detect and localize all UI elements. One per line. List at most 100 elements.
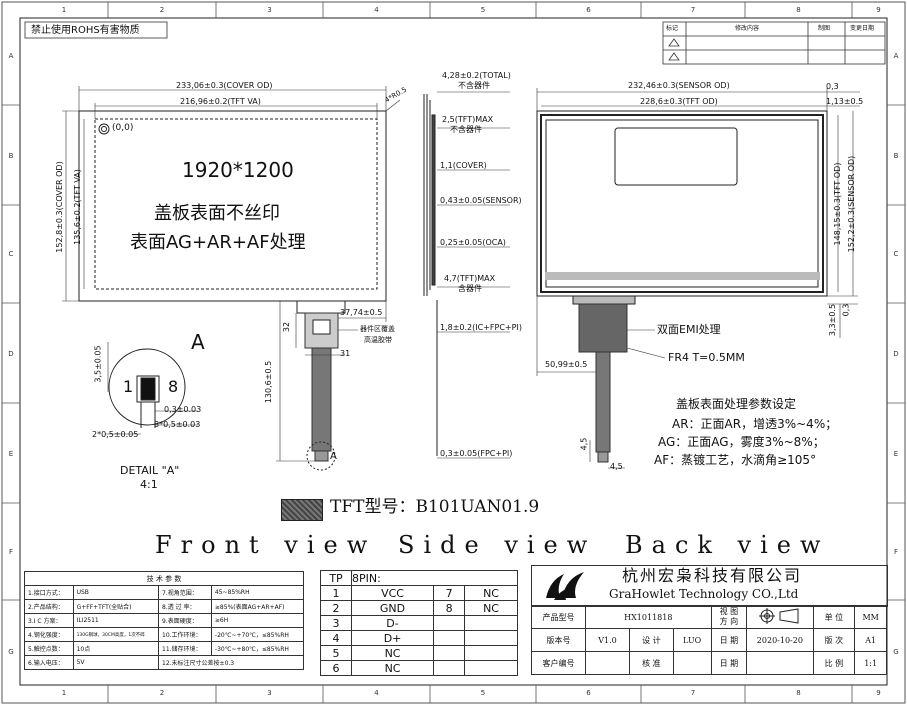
grid-row-a: A <box>8 52 14 60</box>
table-row: 2.产品结构：G+FF+TFT(全贴合)8.透 过 率：≥85%(表面AG+AR… <box>24 599 305 614</box>
side-oca: 0,25±0.05(OCA) <box>440 238 506 247</box>
back-dim-1-13: 1,13±0.5 <box>826 97 864 106</box>
surface-note-1: 盖板表面不丝印 <box>154 203 280 224</box>
grid-row-e-right: E <box>893 450 899 458</box>
table-row: 客户编号 核 准 日 期 比 例 1:1 <box>530 651 887 675</box>
detail-title: DETAIL "A" <box>120 464 180 477</box>
side-tft-max2-sub: 含器件 <box>458 284 482 293</box>
grid-row-c-right: C <box>893 250 899 258</box>
grid-col-7-bottom: 7 <box>690 689 696 697</box>
side-tft-max2: 4,7(TFT)MAX <box>444 274 496 283</box>
resolution-label: 1920*1200 <box>182 158 294 182</box>
rev-col-content: 修改内容 <box>735 25 760 32</box>
grid-row-g-right: G <box>893 648 899 656</box>
fpc-tape-note-2: 高温胶带 <box>364 336 392 344</box>
back-sensor-od-height: 152,2±0.3(SENSOR OD) <box>847 155 856 253</box>
back-dim-4-5b: 4,5 <box>610 462 623 471</box>
grid-col-5-bottom: 5 <box>480 689 486 697</box>
back-view-title: Back view <box>625 531 830 559</box>
side-sensor: 0,43±0.05(SENSOR) <box>440 196 522 205</box>
dim-tft-va-width: 216,96±0.2(TFT VA) <box>180 97 261 106</box>
dim-tft-va-height: 135,6±0.2(TFT VA) <box>73 169 82 245</box>
back-dim-0-3: 0,3 <box>826 82 839 91</box>
emi-note: 双面EMI处理 <box>657 323 721 336</box>
grid-row-d-right: D <box>893 350 899 358</box>
side-cover: 1,1(COVER) <box>440 161 487 170</box>
grid-col-4: 4 <box>374 6 379 14</box>
table-row: 版本号 V1.0 设 计 LUO 日 期 2020-10-20 版 次 A1 <box>530 628 887 652</box>
rev-col-maker: 制图 <box>818 25 831 32</box>
tft-swatch <box>281 499 323 521</box>
grid-col-6: 6 <box>586 6 591 14</box>
detail-ref-a: A <box>330 451 337 462</box>
grid-row-b: B <box>8 152 14 160</box>
detail-pin1: 1 <box>123 377 134 396</box>
back-tft-od-width: 228,6±0.3(TFT OD) <box>640 97 718 106</box>
company-name-en: GraHowlet Technology CO.,Ltd <box>609 587 799 601</box>
company-name-cn: 杭州宏枭科技有限公司 <box>622 566 803 585</box>
dim-2x: 2*0,5±0.05 <box>92 430 139 439</box>
surface-ag: AG：正面AG，雾度3%~8%； <box>658 435 825 449</box>
title-block-table: 产品型号 HX1011818 视 图 方 向 单 位 MM 版本号 V1.0 设… <box>530 605 887 675</box>
back-dim-3-3: 3,3±0.5 <box>828 303 838 337</box>
grid-col-3: 3 <box>267 6 272 14</box>
side-tft-max: 2,5(TFT)MAX <box>442 115 494 124</box>
grid-row-e: E <box>8 450 14 458</box>
grid-col-2: 2 <box>159 6 165 14</box>
projection-symbol-icon <box>746 605 814 629</box>
front-view-title: Front view <box>155 531 377 559</box>
dim-cover-od-height: 152,8±0.3(COVER OD) <box>55 161 64 253</box>
fpc-tape-note-1: 器件区覆盖 <box>360 325 395 333</box>
grid-col-7: 7 <box>690 6 696 14</box>
rev-col-date: 变更日期 <box>850 25 875 32</box>
grid-col-6-bottom: 6 <box>586 689 591 697</box>
dim-0-3: 0,3±0.03 <box>164 405 202 414</box>
grid-row-c: C <box>8 250 14 258</box>
side-fpc: 0,3±0.05(FPC+PI) <box>440 449 513 458</box>
tft-model: TFT型号：B101UAN01.9 <box>330 497 540 517</box>
pin-header-tp: TP <box>320 570 352 586</box>
surface-note-2: 表面AG+AR+AF处理 <box>130 232 306 253</box>
side-ic: 1,8±0.2(IC+FPC+PI) <box>440 323 522 332</box>
detail-scale: 4:1 <box>140 478 158 491</box>
side-total: 4,28±0.2(TOTAL) <box>442 71 511 80</box>
table-row: 产品型号 HX1011818 视 图 方 向 单 位 MM <box>530 605 887 629</box>
detail-pin8: 8 <box>168 377 179 396</box>
surface-title: 盖板表面处理参数设定 <box>676 397 797 411</box>
grid-col-1: 1 <box>61 6 67 14</box>
grid-col-5: 5 <box>480 6 486 14</box>
grid-col-4-bottom: 4 <box>374 689 379 697</box>
grid-col-9-bottom: 9 <box>876 689 881 697</box>
grid-row-g: G <box>8 648 14 656</box>
grid-col-8: 8 <box>796 6 801 14</box>
surface-af: AF：蒸镀工艺，水滴角≥105° <box>654 453 817 467</box>
grid-row-f: F <box>8 548 14 556</box>
side-view-title: Side view <box>398 531 597 559</box>
grid-row-d: D <box>8 350 14 358</box>
company-logo-icon <box>546 572 584 600</box>
dim-fpc-31: 31 <box>340 349 351 358</box>
fr4-note: FR4 T=0.5MM <box>668 351 745 364</box>
side-total-sub: 不含器件 <box>458 81 490 90</box>
back-tft-od-height: 148,15±0.3(TFT OD) <box>833 162 842 246</box>
dim-fpc-32: 32 <box>282 321 292 333</box>
back-dim-0-3b: 0,3 <box>841 303 851 317</box>
grid-row-a-right: A <box>893 52 899 60</box>
back-sensor-od-width: 232,46±0.3(SENSOR OD) <box>628 81 730 90</box>
surface-ar: AR：正面AR，增透3%~4%； <box>672 417 838 431</box>
dim-cover-od-width: 233,06±0.3(COVER OD) <box>176 81 273 90</box>
dim-fpc-offset: 37,74±0.5 <box>340 308 383 317</box>
spec-title: 技 术 参 数 <box>24 571 304 586</box>
grid-col-2-bottom: 2 <box>159 689 165 697</box>
